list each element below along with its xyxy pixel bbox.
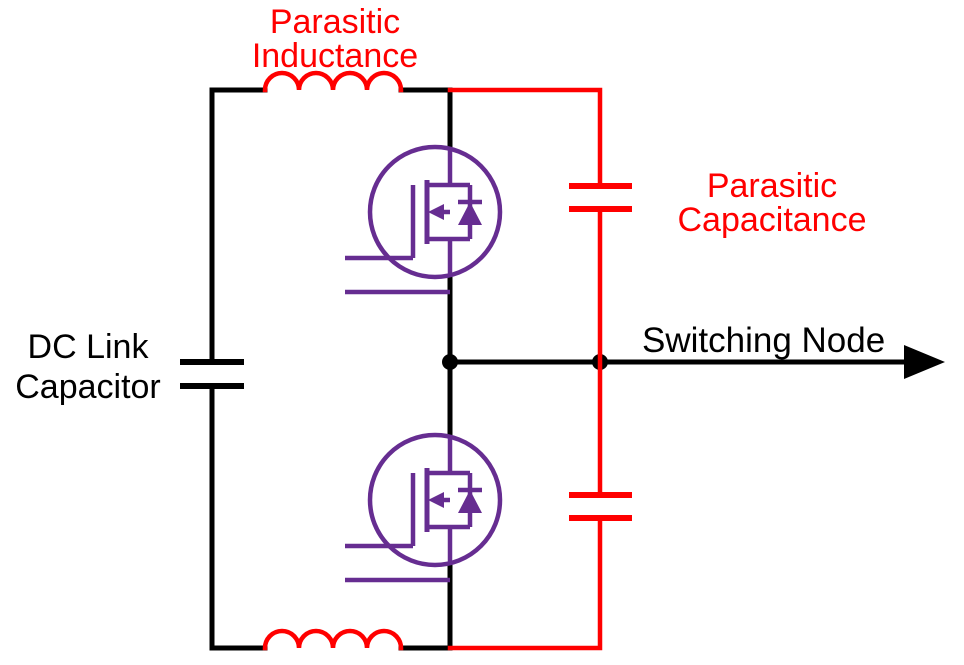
- wire-top-left-corner: [209, 87, 268, 363]
- dc-link-capacitor-label-line2: Capacitor: [15, 368, 161, 406]
- parasitic-capacitance-label-line2: Capacitance: [677, 201, 866, 239]
- parasitic-inductor-bottom-icon: [262, 628, 404, 651]
- switching-node-label: Switching Node: [642, 321, 885, 360]
- parasitic-wire-top-right: [447, 87, 603, 189]
- low-side-mosfet-icon: [345, 435, 500, 580]
- junction-dot-left: [442, 354, 458, 370]
- switching-node-arrow-icon: [904, 345, 945, 379]
- parasitic-inductance-label-line2: Inductance: [252, 37, 418, 75]
- parasitic-inductance-label-line1: Parasitic: [270, 3, 400, 41]
- parasitic-wire-bottom-right: [447, 515, 603, 651]
- parasitic-inductor-top-icon: [262, 70, 404, 93]
- high-side-mosfet-icon: [345, 147, 500, 292]
- dc-link-capacitor-icon: [180, 359, 244, 389]
- wire-bottom-left-corner: [209, 385, 268, 651]
- parasitic-capacitor-top-icon: [569, 183, 632, 212]
- dc-link-capacitor-label-line1: DC Link: [28, 328, 150, 366]
- parasitic-capacitor-bottom-icon: [569, 492, 632, 521]
- parasitic-capacitance-label-line1: Parasitic: [707, 167, 837, 205]
